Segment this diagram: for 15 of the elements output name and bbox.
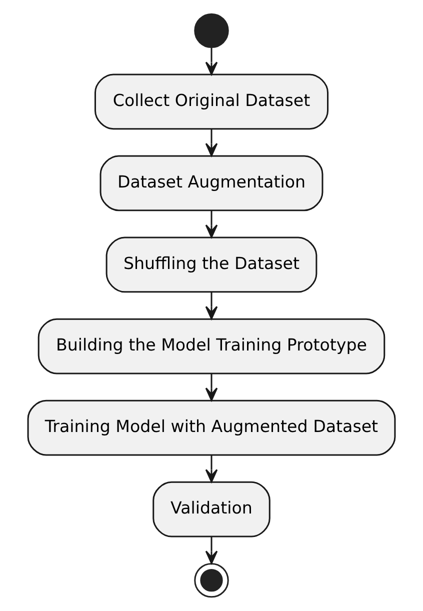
arrow [205, 455, 218, 483]
arrow [205, 536, 218, 564]
arrow [205, 48, 218, 76]
node-box: Collect Original Dataset [94, 74, 329, 130]
node-circle [194, 562, 229, 598]
node-box: Building the Model Training Prototype [38, 318, 386, 374]
arrow [205, 210, 218, 238]
node-box: Validation [152, 481, 270, 538]
node-box: Training Model with Augmented Dataset [27, 400, 396, 456]
node-circle [194, 13, 229, 48]
node-box: Dataset Augmentation [100, 155, 324, 212]
arrow [205, 292, 218, 320]
node-box: Shuffling the Dataset [106, 236, 318, 293]
arrow [205, 128, 218, 156]
arrow [205, 374, 218, 402]
